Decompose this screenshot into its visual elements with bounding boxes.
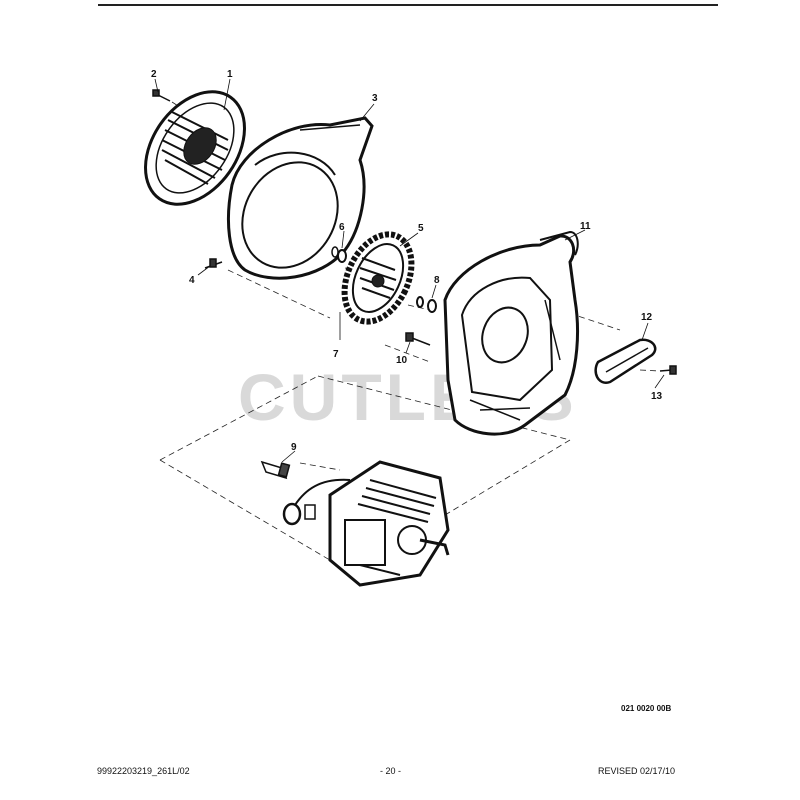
- callout-12: 12: [641, 312, 653, 323]
- callout-11: 11: [580, 221, 591, 232]
- callout-9: 9: [291, 442, 297, 453]
- starter-cover: [144, 90, 246, 206]
- fan-housing: [227, 116, 374, 280]
- screw-10: [405, 332, 431, 346]
- callout-10: 10: [396, 355, 408, 366]
- callout-5: 5: [418, 223, 424, 234]
- top-rule: [98, 4, 718, 6]
- callout-4: 4: [189, 275, 195, 286]
- callout-13: 13: [651, 391, 663, 402]
- callout-1: 1: [227, 69, 233, 80]
- page-number: - 20 -: [380, 766, 402, 776]
- drawing-id: 021 0020 00B: [621, 704, 672, 713]
- washer-6: [331, 246, 347, 263]
- screw-2: [152, 89, 171, 102]
- bolt-9: [260, 460, 291, 480]
- leader-lines: [154, 78, 665, 463]
- callout-2: 2: [151, 69, 157, 80]
- callout-6: 6: [339, 222, 345, 233]
- callout-labels: 1 2 3 4 5 6 7 8 9 10 11 12 13: [151, 69, 663, 453]
- impeller-fan: [341, 231, 415, 325]
- handle-clip: [594, 338, 657, 384]
- engine-assembly: [282, 460, 450, 587]
- screw-13: [659, 365, 677, 375]
- callout-3: 3: [372, 93, 378, 104]
- doc-number: 99922203219_261L/02: [97, 766, 190, 776]
- callout-8: 8: [434, 275, 440, 286]
- callout-7: 7: [333, 349, 339, 360]
- screw-4: [204, 258, 223, 269]
- rear-housing: [443, 230, 580, 436]
- revision-date: REVISED 02/17/10: [598, 766, 676, 776]
- washer-8: [416, 296, 437, 313]
